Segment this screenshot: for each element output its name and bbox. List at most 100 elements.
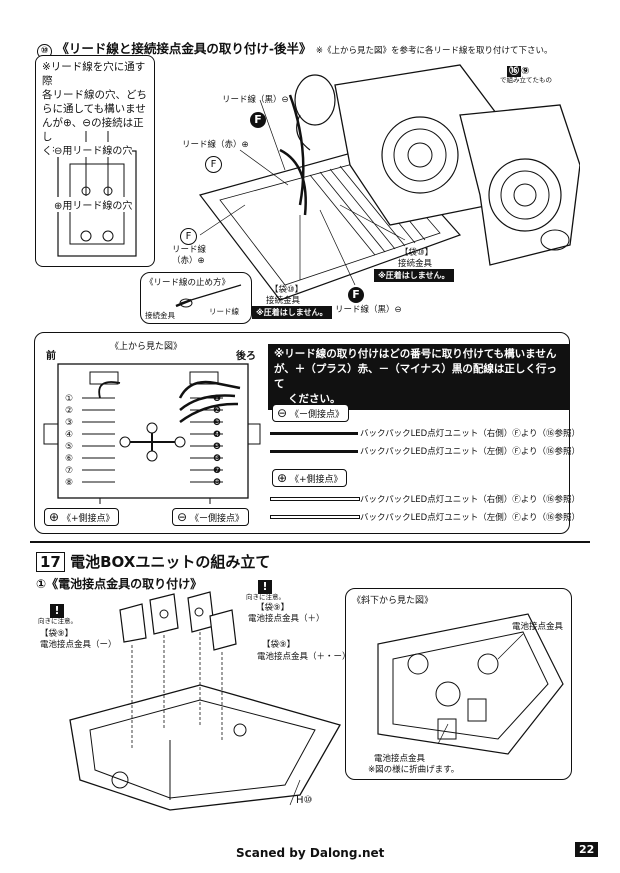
contact-label: 接続金具 [398, 259, 433, 269]
contact-num: ⑧ [64, 478, 74, 488]
contact-num: ⑥ [64, 454, 74, 464]
contact-num: ③ [64, 418, 74, 428]
bold-note-line: が、＋（プラス）赤、－（マイナス）黒の配線は正しく行って [274, 363, 557, 390]
oblique-view-frame [345, 588, 572, 780]
section-divider [30, 541, 590, 543]
wire-stop-lead: リード線 [209, 307, 239, 316]
bend-note: ※図の様に折曲げます。 [368, 765, 460, 775]
red-wire-sample [270, 497, 360, 501]
lead-black-label-2: リード線（黒）⊖ [335, 305, 402, 315]
contact-num: ② [64, 406, 74, 416]
ref-sub: ⑨ [521, 66, 530, 77]
page-number: 22 [575, 842, 599, 857]
step17-title: 17 電池BOXユニットの組み立て [36, 551, 270, 572]
part-h-label: H⑩ [296, 795, 313, 806]
battery-box-exploded-view [69, 591, 341, 811]
minus-side-label: 《ー側接点》 [189, 514, 244, 524]
wiring-bold-note: ※リード線の取り付けはどの番号に取り付けても構いません が、＋（プラス）赤、－（… [268, 344, 570, 410]
f-marker-outline: F [205, 156, 222, 173]
bag9b: 【袋⑨】 [40, 629, 74, 639]
contact-num: ❹ [212, 430, 222, 440]
bold-note-line: ください。 [288, 393, 341, 405]
no-crimp-label-2: ※圧着はしません。 [252, 306, 332, 319]
contact-num: ⑤ [64, 442, 74, 452]
warning-note: 向きに注意。 [38, 617, 77, 625]
black-wire-sample [270, 432, 358, 435]
wire-stop-box: 《リード線の止め方》 接続金具 リード線 [140, 272, 252, 324]
step17-number: 17 [36, 552, 65, 572]
contact-num: ❻ [212, 454, 222, 464]
contact-num: ❼ [212, 466, 222, 476]
contact-num: ❷ [212, 406, 222, 416]
contact-num: ① [64, 394, 74, 404]
bag-label: 【袋⑩】 [400, 248, 434, 258]
wire-stop-sketch [175, 284, 242, 308]
warning-note: 向きに注意。 [246, 593, 285, 601]
right-contact-numbers: ❶ ❷ ❸ ❹ ❺ ❻ ❼ ❽ [210, 393, 224, 489]
battery-box-top-view [43, 363, 261, 504]
lead-black-label: リード線（黒）⊖ [222, 95, 289, 105]
step10-title-text: 《リード線と接続接点金具の取り付け-後半》 [56, 41, 312, 56]
red-wire-sample [270, 515, 360, 519]
plus-legend-pill: ⊕ 《+側接点》 [272, 469, 348, 487]
oblique-contact-label-2: 電池接点金具 [374, 754, 426, 764]
contact-num: ❶ [212, 394, 222, 404]
f-marker-outline: F [180, 228, 197, 245]
wire-stop-contact: 接続金具 [145, 311, 175, 320]
minus-legend-pill: ⊖ 《ー側接点》 [272, 404, 349, 422]
bag9c: 【袋⑨】 [262, 640, 296, 650]
lead-red-label: リード線（赤）⊕ [182, 140, 249, 150]
minus-legend-label: 《ー側接点》 [289, 410, 344, 420]
plus-side-label: 《+側接点》 [61, 514, 115, 524]
lead-hole-note-box: ※リード線を穴に通す際 各リード線の穴、どち らに通しても構いませ んが⊕、⊖の… [35, 55, 155, 267]
top-view-title: 《上から見た図》 [110, 342, 183, 352]
battery-box-sketch [57, 131, 137, 257]
minus-hole-label: ⊖用リード線の穴 [54, 142, 133, 157]
step17-sub: ①《電池接点金具の取り付け》 [36, 577, 203, 591]
scan-credit: Scaned by Dalong.net [236, 846, 385, 860]
contact-label-2: 接続金具 [266, 296, 301, 306]
contact-num: ❽ [212, 478, 222, 488]
no-crimp-label: ※圧着はしません。 [374, 269, 454, 282]
plus-legend-label: 《+側接点》 [289, 475, 343, 485]
warning-icon: ! [258, 580, 272, 594]
f-marker-black: F [348, 287, 364, 303]
left-contact-numbers: ① ② ③ ④ ⑤ ⑥ ⑦ ⑧ [62, 393, 76, 489]
bag9a: 【袋⑨】 [256, 603, 290, 613]
wire-stop-title: 《リード線の止め方》 [145, 278, 231, 288]
lead-red-label-2a: リード線 [172, 245, 207, 255]
lead-red-label-2b: （赤）⊕ [172, 256, 205, 266]
plus-hole-label: ⊕用リード線の穴 [54, 197, 133, 212]
led-row-minus-right: バックパックLED点灯ユニット（右側）Ⓕより（⑯参照） [360, 429, 581, 439]
contact-num: ❸ [212, 418, 222, 428]
oblique-view-title: 《斜下から見た図》 [352, 596, 434, 606]
led-row-minus-left: バックパックLED点灯ユニット（左側）Ⓕより（⑯参照） [360, 447, 581, 457]
plus-side-pill: ⊕ 《+側接点》 [44, 508, 120, 526]
warning-icon: ! [50, 604, 64, 618]
led-row-plus-right: バックパックLED点灯ユニット（右側）Ⓕより（⑯参照） [360, 495, 581, 505]
black-wire-sample [270, 450, 358, 453]
step10-hint: ※《上から見た図》を参考に各リード線を取り付けて下さい。 [315, 46, 553, 56]
contact-minus-label: 電池接点金具（ー） [40, 640, 117, 650]
contact-pm-label: 電池接点金具（＋・ー） [257, 652, 351, 662]
back-label: 後ろ [236, 351, 256, 362]
contact-num: ④ [64, 430, 74, 440]
led-row-plus-left: バックパックLED点灯ユニット（左側）Ⓕより（⑯参照） [360, 513, 581, 523]
step17-title-text: 電池BOXユニットの組み立て [70, 553, 271, 571]
minus-side-pill: ⊖ 《ー側接点》 [172, 508, 249, 526]
backpack-assembly-illustration [198, 64, 580, 301]
note-line: らに通しても構いませ [42, 103, 146, 115]
ref-note: で組み立てたもの [500, 76, 552, 84]
front-label: 前 [46, 351, 56, 362]
contact-num: ❺ [212, 442, 222, 452]
note-line: 各リード線の穴、どち [42, 89, 147, 101]
bag-label-2: 【袋⑩】 [270, 285, 304, 295]
note-line: んが⊕、⊖の接続は正し [42, 117, 144, 143]
bold-note-line: ※リード線の取り付けはどの番号に取り付けても構いません [274, 348, 557, 360]
oblique-view-illustration [377, 613, 564, 755]
ref-step: ⑯ [507, 66, 521, 77]
contact-plus-label: 電池接点金具（＋） [248, 614, 325, 624]
oblique-contact-label: 電池接点金具 [512, 622, 564, 632]
contact-num: ⑦ [64, 466, 74, 476]
